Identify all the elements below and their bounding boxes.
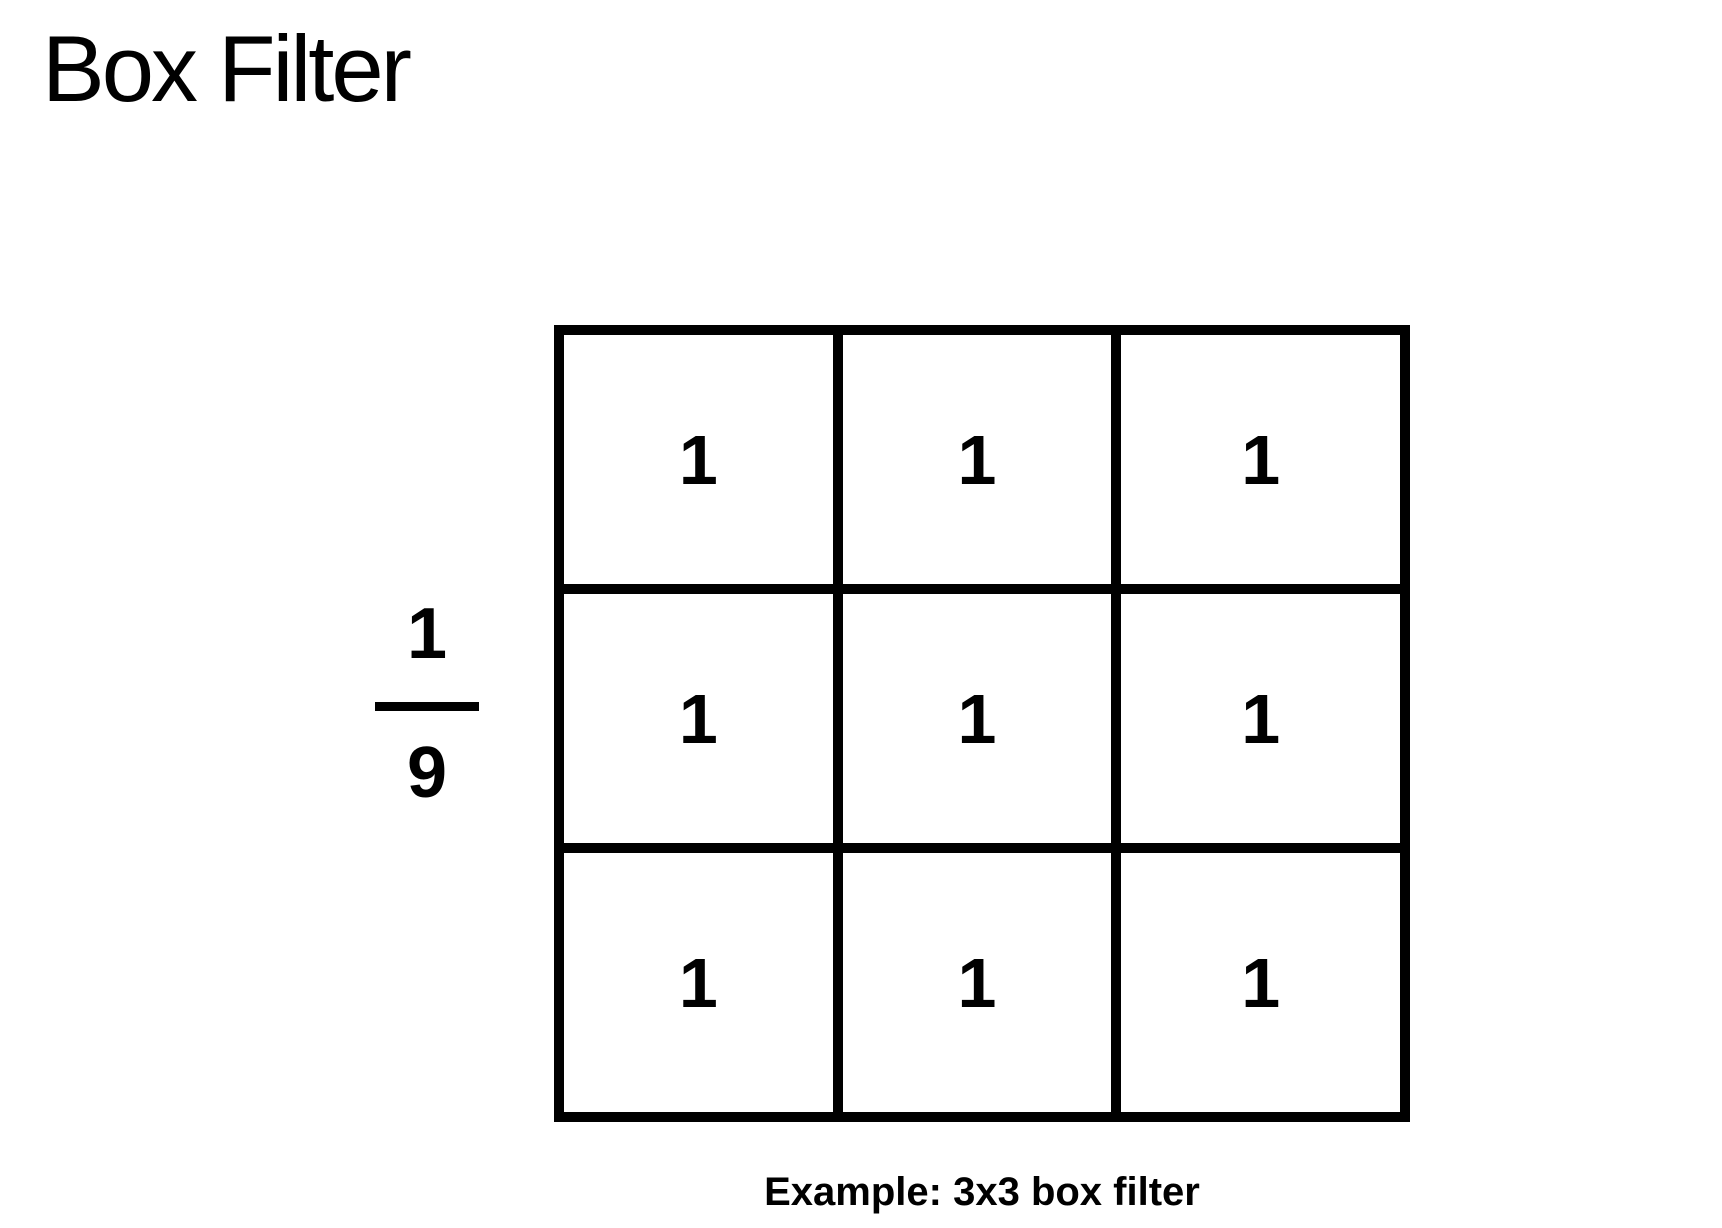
- kernel-cell-r1c0: 1: [564, 594, 843, 853]
- kernel-cell-r0c0: 1: [564, 335, 843, 594]
- box-filter-kernel-grid: 1 1 1 1 1 1 1 1 1: [554, 325, 1410, 1122]
- kernel-cell-r0c2: 1: [1121, 335, 1400, 594]
- scale-fraction: 1 9: [360, 598, 494, 809]
- figure-caption: Example: 3x3 box filter: [764, 1170, 1200, 1214]
- kernel-cell-r2c2: 1: [1241, 943, 1281, 1022]
- kernel-cell-r2c0: 1: [564, 853, 843, 1112]
- kernel-cell-r1c1: 1: [842, 594, 1122, 853]
- fraction-bar: [375, 702, 479, 711]
- fraction-denominator: 9: [406, 733, 448, 813]
- fraction-numerator: 1: [406, 594, 448, 674]
- kernel-cell-r2c1: 1: [843, 853, 1122, 1112]
- page-title: Box Filter: [42, 16, 412, 121]
- kernel-cell-r1c2: 1: [1121, 594, 1400, 853]
- kernel-cell-r0c1: 1: [842, 335, 1122, 594]
